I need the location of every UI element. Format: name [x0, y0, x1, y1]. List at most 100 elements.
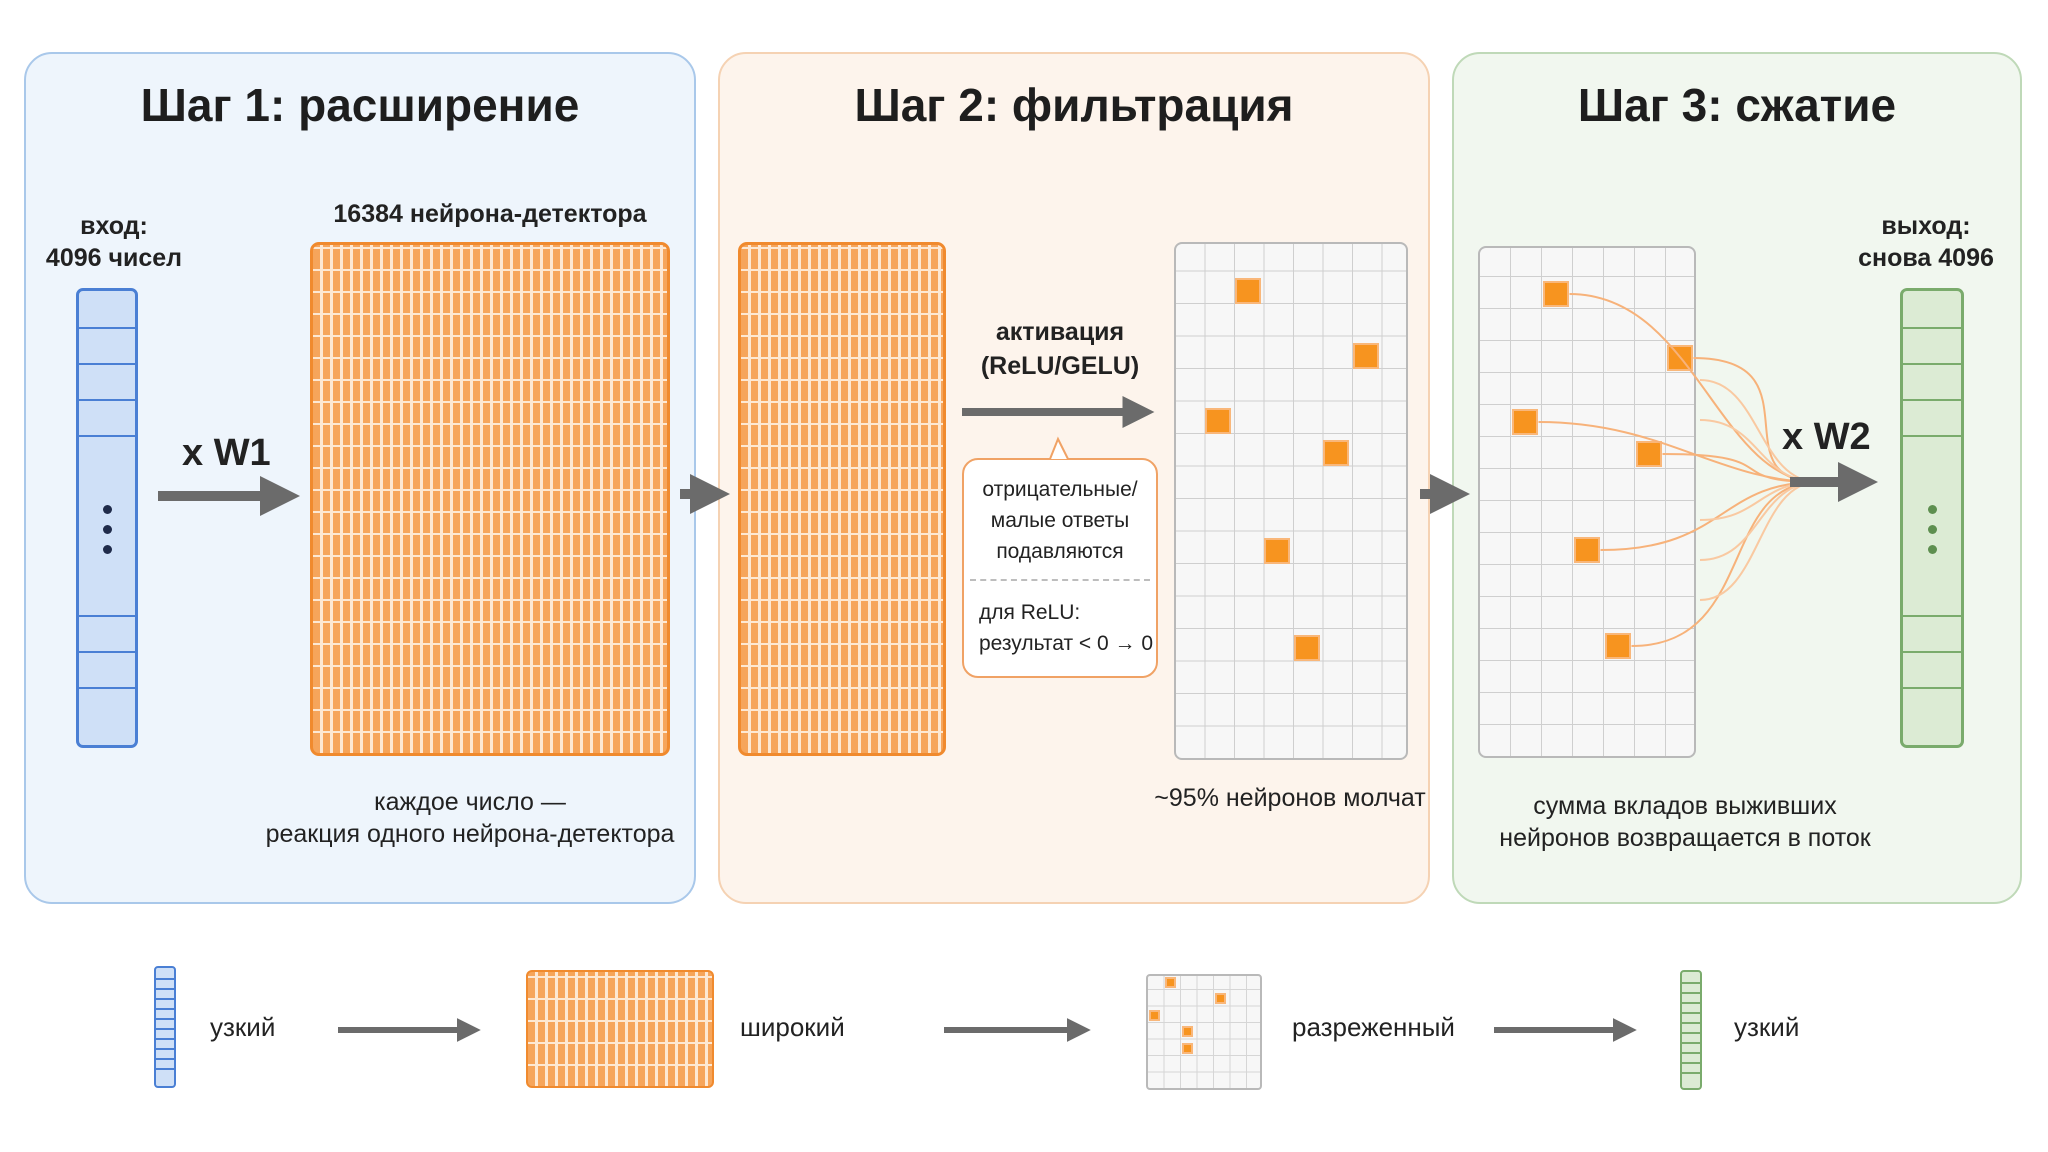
active-neuron-cell: [1148, 1009, 1160, 1021]
vector-cell-divider: [156, 998, 174, 1000]
vector-cell-divider: [79, 435, 135, 437]
output-label-line2: снова 4096: [1858, 244, 1994, 272]
vector-cell-divider: [79, 651, 135, 653]
active-neuron-cell: [1542, 281, 1569, 307]
relu-line1: для ReLU:: [979, 601, 1081, 624]
note-line1: отрицательные/: [982, 478, 1138, 501]
legend-narrow-label-2: узкий: [1734, 1012, 1800, 1042]
ellipsis-dot: [1927, 505, 1937, 514]
vector-cell-divider: [1903, 435, 1961, 437]
callout-divider: [970, 579, 1150, 581]
active-neuron-cell: [1181, 1026, 1193, 1038]
legend-sparse-grid: [1146, 974, 1262, 1090]
active-neuron-cell: [1165, 976, 1177, 988]
active-neuron-cell: [1511, 409, 1538, 435]
note-line2: малые ответы: [990, 509, 1130, 532]
ellipsis-dot: [102, 525, 112, 534]
step3-title: Шаг 3: сжатие: [1577, 79, 1897, 131]
input-label-line2: 4096 чисел: [45, 244, 183, 272]
relu-line2: результат < 0 → 0: [979, 632, 1154, 655]
vector-cell-divider: [1682, 992, 1700, 994]
vector-cell-divider: [156, 1038, 174, 1040]
legend-narrow-vector-out: [1680, 970, 1702, 1090]
contribution-curve: [1699, 481, 1819, 601]
step3-caption-line1: сумма вкладов выживших: [1533, 792, 1837, 820]
contribution-curve: [1699, 379, 1819, 483]
activation-label-line1: активация: [995, 318, 1125, 346]
note-line3: подавляются: [996, 540, 1124, 563]
active-neuron-cell: [1323, 440, 1350, 467]
vector-cell-divider: [156, 1028, 174, 1030]
active-neuron-cell: [1573, 537, 1600, 563]
vector-cell-divider: [1682, 1072, 1700, 1074]
sparse-activation-grid: [1174, 242, 1408, 760]
vector-cell-divider: [1903, 399, 1961, 401]
vector-cell-divider: [1682, 1032, 1700, 1034]
activation-label-line2: (ReLU/GELU): [980, 352, 1140, 380]
input-label-line1: вход:: [80, 212, 148, 240]
active-neuron-cell: [1214, 993, 1226, 1005]
vector-cell-divider: [79, 363, 135, 365]
ellipsis-dot: [102, 505, 112, 514]
step1-title: Шаг 1: расширение: [140, 79, 580, 131]
vector-cell-divider: [1903, 651, 1961, 653]
legend-narrow-vector-in: [154, 966, 176, 1088]
active-neuron-cell: [1352, 342, 1379, 369]
active-neuron-cell: [1264, 537, 1291, 564]
w2-operator: x W2: [1782, 416, 1871, 458]
contribution-curves: [1538, 293, 1819, 647]
vector-cell-divider: [79, 399, 135, 401]
vector-cell-divider: [1903, 615, 1961, 617]
activation-note-callout: отрицательные/ малые ответы подавляются …: [962, 458, 1158, 678]
vector-cell-divider: [156, 1068, 174, 1070]
vector-cell-divider: [1682, 1042, 1700, 1044]
vector-cell-divider: [156, 978, 174, 980]
matrix-label: 16384 нейрона-детектора: [333, 200, 647, 228]
active-neuron-cell: [1181, 1042, 1193, 1054]
vector-cell-divider: [156, 1058, 174, 1060]
legend-narrow-label-1: узкий: [210, 1012, 276, 1042]
vector-cell-divider: [156, 1018, 174, 1020]
vector-cell-divider: [156, 1008, 174, 1010]
vector-cell-divider: [1682, 1062, 1700, 1064]
vector-cell-divider: [1903, 687, 1961, 689]
w1-operator: x W1: [182, 432, 271, 474]
step1-caption-line1: каждое число —: [374, 788, 566, 816]
expanded-activations-matrix: [310, 242, 670, 756]
contribution-curve: [1600, 481, 1819, 551]
active-neuron-cell: [1604, 633, 1631, 659]
ellipsis-dot: [1927, 545, 1937, 554]
vector-cell-divider: [1682, 1012, 1700, 1014]
ellipsis-dot: [102, 545, 112, 554]
input-vector: [76, 288, 138, 748]
vector-cell-divider: [79, 615, 135, 617]
active-neuron-cell: [1635, 441, 1662, 467]
output-vector: [1900, 288, 1964, 748]
vector-cell-divider: [1682, 1022, 1700, 1024]
vector-cell-divider: [79, 687, 135, 689]
step1-caption-line2: реакция одного нейрона-детектора: [265, 820, 675, 848]
sparse-caption: ~95% нейронов молчат: [1154, 784, 1426, 812]
contribution-curve: [1631, 481, 1819, 647]
ellipsis-dot: [1927, 525, 1937, 534]
step2-title: Шаг 2: фильтрация: [854, 79, 1294, 131]
vector-cell-divider: [79, 327, 135, 329]
active-neuron-cell: [1293, 635, 1320, 662]
legend-sparse-label: разреженный: [1292, 1012, 1455, 1042]
pre-activation-matrix: [738, 242, 946, 756]
output-label-line1: выход:: [1881, 212, 1971, 240]
vector-cell-divider: [156, 988, 174, 990]
step3-caption-line2: нейронов возвращается в поток: [1499, 824, 1871, 852]
contribution-curve: [1538, 421, 1819, 483]
contribution-curve: [1662, 453, 1819, 483]
vector-cell-divider: [1682, 1052, 1700, 1054]
legend-wide-matrix: [526, 970, 714, 1088]
vector-cell-divider: [156, 1048, 174, 1050]
active-neuron-cell: [1205, 407, 1232, 434]
vector-cell-divider: [1903, 327, 1961, 329]
vector-cell-divider: [1682, 982, 1700, 984]
active-neuron-cell: [1234, 277, 1261, 304]
vector-cell-divider: [1682, 1002, 1700, 1004]
callout-pointer: [1049, 436, 1069, 460]
